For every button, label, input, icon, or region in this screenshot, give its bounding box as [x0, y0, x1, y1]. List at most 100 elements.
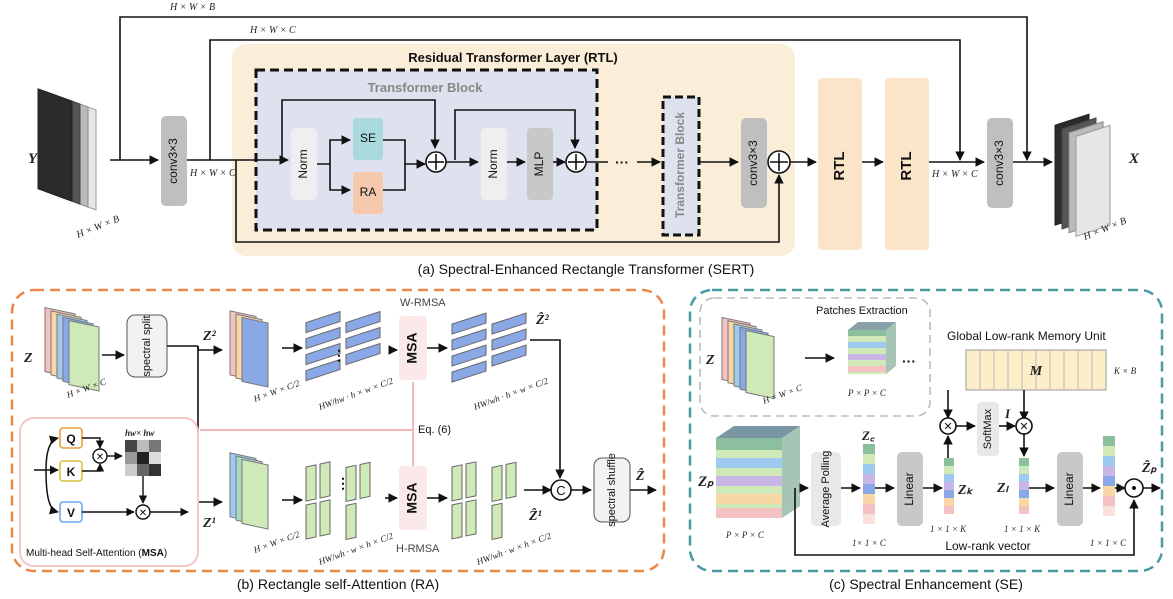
h-out-windows [451, 461, 517, 541]
zc-symbol: Z꜀ [861, 428, 875, 443]
i-symbol: I [1004, 406, 1011, 421]
z-hat-symbol: Ẑ [635, 467, 645, 484]
rtl-title: Residual Transformer Layer (RTL) [408, 50, 618, 65]
msa-top-box [399, 316, 427, 380]
se-frame [688, 288, 1164, 573]
patches-title: Patches Extraction [816, 305, 908, 317]
msa-top-label: MSA [404, 332, 420, 363]
zp-symbol: Zₚ [697, 474, 714, 490]
se-z-stack [721, 316, 775, 400]
output-symbol: X [1128, 151, 1140, 167]
zk-vector [944, 458, 954, 514]
avg-pool-label: Average Polling [820, 451, 832, 528]
input-symbol: Y [28, 151, 39, 167]
memory-unit [965, 349, 1107, 391]
h-windows [305, 461, 371, 541]
m-dims: K × B [1113, 366, 1137, 376]
tb-dots: ··· [615, 154, 629, 170]
caption-a: (a) Spectral-Enhanced Rectangle Transfor… [418, 261, 755, 277]
svg-text:✕: ✕ [1019, 421, 1028, 433]
long-skip-line [119, 16, 1032, 161]
concat-label: C [556, 483, 565, 498]
zk-dims: 1 × 1 × K [930, 524, 967, 534]
ra-z-symbol: Z [23, 351, 33, 366]
pre-conv-dims: H × W × C [931, 169, 978, 180]
softmax-label: SoftMax [982, 408, 994, 449]
h-dots: ⋮ [336, 475, 350, 491]
softmax-box [977, 402, 999, 456]
z1-dims: H × W × C/2 [251, 529, 301, 555]
norm1-label: Norm [296, 149, 310, 178]
zk-symbol: Zₖ [957, 483, 974, 498]
conv-in-label: conv3×3 [166, 138, 180, 184]
k-label: K [67, 465, 76, 479]
patch-cube [848, 322, 896, 374]
svg-text:✕: ✕ [139, 508, 147, 519]
tb2-label: Transformer Block [673, 112, 687, 218]
msa-bottom-label: MSA [404, 482, 420, 513]
w-dots: ⋮ [332, 347, 346, 363]
norm2-box [481, 128, 507, 200]
ra-z1-symbol: Z¹ [202, 516, 216, 531]
mem-title: Global Low-rank Memory Unit [947, 329, 1106, 343]
se-box [353, 118, 383, 160]
svg-text:✕: ✕ [96, 452, 104, 463]
ra-label: RA [360, 185, 377, 199]
z1-hat-symbol: Ẑ¹ [528, 507, 542, 524]
top-dims-1: H × W × B [169, 2, 215, 13]
mid-skip-line [209, 39, 965, 161]
output-image-stack [1054, 113, 1111, 238]
sert-panel: H × W × B H × W × C Residual Transformer… [28, 2, 1140, 277]
z1-stack [229, 452, 269, 530]
ra-panel: Z H × W × C spectral split Z² Z¹ H × W ×… [10, 288, 666, 592]
linear1-label: Linear [902, 472, 916, 505]
msa-bottom-box [399, 466, 427, 530]
norm2-label: Norm [486, 149, 500, 178]
caption-c: (c) Spectral Enhancement (SE) [829, 576, 1023, 592]
after-conv-dims: H × W × C [189, 168, 236, 179]
se-panel: Patches Extraction Z H × W × C ··· P × P… [688, 288, 1164, 592]
se-dots: ··· [902, 353, 916, 369]
q-label: Q [66, 432, 75, 446]
attn-dims: hw× hw [125, 428, 155, 438]
mlp-label: MLP [532, 152, 546, 177]
caption-b: (b) Rectangle self-Attention (RA) [237, 576, 439, 592]
transformer-block-title: Transformer Block [368, 80, 484, 95]
input-image-stack [37, 88, 97, 211]
top-dims-2: H × W × C [249, 25, 296, 36]
rtl-box-2 [818, 78, 862, 250]
conv-in-box [161, 116, 187, 206]
patch-dims: P × P × C [847, 388, 887, 398]
linear1-box [897, 452, 923, 526]
spectral-shuffle-label: spectral shuffle [606, 453, 618, 527]
svg-text:✕: ✕ [943, 421, 952, 433]
zl-symbol: Zₗ [996, 481, 1010, 496]
w-win-dims: HW/hw · h × w × C/2 [316, 375, 395, 412]
zc-vector [863, 444, 875, 524]
msa-caption: Multi-head Self-Attention (MSA) [26, 548, 167, 559]
norm1-box [291, 128, 317, 200]
ra-z2-symbol: Z² [202, 329, 217, 344]
ra-frame [10, 288, 666, 573]
zl-dims: 1 × 1 × K [1004, 524, 1041, 534]
zp-dims: P × P × C [725, 530, 765, 540]
rtl-residual-line [235, 160, 784, 243]
conv-out-label: conv3×3 [992, 140, 1006, 186]
rtl-box-3 [885, 78, 929, 250]
h-out-dims: HW/wh · w × h × C/2 [474, 530, 553, 567]
attention-map [125, 440, 161, 476]
w-rmsa-label: W-RMSA [400, 297, 446, 309]
h-rmsa-label: H-RMSA [396, 543, 440, 555]
linear2-box [1057, 452, 1083, 526]
v-label: V [67, 506, 75, 520]
input-dims: H × W × B [74, 214, 121, 241]
w-out-dims: HW/wh · h × w × C/2 [471, 375, 550, 412]
eq-label: Eq. (6) [418, 424, 451, 436]
w-out-windows [451, 312, 527, 383]
spectral-split-label: spectral split [141, 315, 153, 376]
w-windows [305, 310, 381, 382]
low-rank-label: Low-rank vector [945, 539, 1030, 553]
conv-rtl-label: conv3×3 [746, 140, 760, 186]
se-z-symbol: Z [705, 353, 715, 368]
